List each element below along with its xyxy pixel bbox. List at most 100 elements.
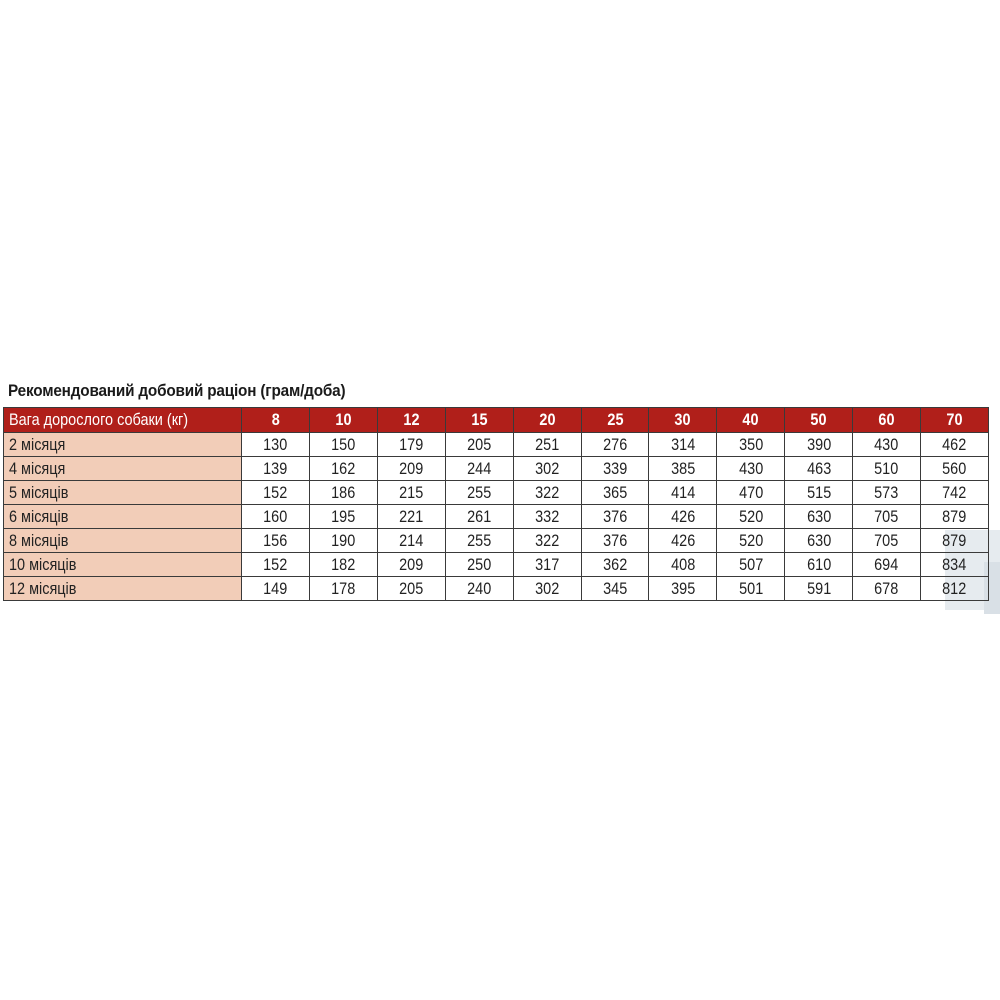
ration-cell: 426 <box>648 504 718 529</box>
ration-cell: 314 <box>648 432 718 457</box>
ration-cell: 463 <box>784 456 854 481</box>
ration-cell: 610 <box>784 552 854 577</box>
ration-cell: 365 <box>580 480 650 505</box>
ration-cell: 376 <box>580 528 650 553</box>
ration-cell: 705 <box>852 528 922 553</box>
ration-cell: 152 <box>241 480 310 505</box>
ration-cell: 408 <box>648 552 718 577</box>
ration-cell: 251 <box>512 432 582 457</box>
ration-cell: 130 <box>241 432 310 457</box>
ration-cell: 209 <box>376 456 446 481</box>
header-weight-60: 60 <box>852 407 922 433</box>
ration-cell: 302 <box>512 456 582 481</box>
ration-cell: 160 <box>241 504 310 529</box>
header-weight-50: 50 <box>784 407 854 433</box>
header-weight-20: 20 <box>512 407 582 433</box>
ration-cell: 705 <box>852 504 922 529</box>
ration-cell: 414 <box>648 480 718 505</box>
ration-cell: 395 <box>648 576 718 601</box>
ration-cell: 186 <box>308 480 378 505</box>
ration-cell: 879 <box>920 504 989 529</box>
ration-cell: 332 <box>512 504 582 529</box>
ration-cell: 240 <box>444 576 514 601</box>
ration-cell: 573 <box>852 480 922 505</box>
ration-cell: 515 <box>784 480 854 505</box>
ration-cell: 302 <box>512 576 582 601</box>
row-age-label: 8 місяців <box>3 528 242 553</box>
ration-cell: 678 <box>852 576 922 601</box>
ration-cell: 345 <box>580 576 650 601</box>
header-weight-12: 12 <box>376 407 446 433</box>
ration-cell: 215 <box>376 480 446 505</box>
ration-cell: 520 <box>716 504 786 529</box>
ration-cell: 255 <box>444 480 514 505</box>
header-weight-25: 25 <box>580 407 650 433</box>
ration-cell: 426 <box>648 528 718 553</box>
ration-cell: 162 <box>308 456 378 481</box>
ration-cell: 560 <box>920 456 989 481</box>
ration-cell: 205 <box>376 576 446 601</box>
ration-cell: 276 <box>580 432 650 457</box>
ration-cell: 152 <box>241 552 310 577</box>
ration-cell: 630 <box>784 528 854 553</box>
row-age-label: 10 місяців <box>3 552 242 577</box>
row-age-label: 5 місяців <box>3 480 242 505</box>
ration-cell: 195 <box>308 504 378 529</box>
ration-cell: 317 <box>512 552 582 577</box>
ration-cell: 812 <box>920 576 989 601</box>
ration-cell: 694 <box>852 552 922 577</box>
ration-cell: 630 <box>784 504 854 529</box>
header-weight-15: 15 <box>444 407 514 433</box>
ration-cell: 209 <box>376 552 446 577</box>
header-weight-label: Вага дорослого собаки (кг) <box>3 407 242 433</box>
ration-cell: 261 <box>444 504 514 529</box>
ration-cell: 879 <box>920 528 989 553</box>
row-age-label: 2 місяця <box>3 432 242 457</box>
ration-cell: 834 <box>920 552 989 577</box>
header-weight-8: 8 <box>241 407 310 433</box>
ration-cell: 205 <box>444 432 514 457</box>
ration-cell: 462 <box>920 432 989 457</box>
ration-cell: 214 <box>376 528 446 553</box>
ration-cell: 190 <box>308 528 378 553</box>
ration-cell: 150 <box>308 432 378 457</box>
ration-cell: 244 <box>444 456 514 481</box>
ration-cell: 470 <box>716 480 786 505</box>
ration-cell: 362 <box>580 552 650 577</box>
row-age-label: 4 місяця <box>3 456 242 481</box>
ration-cell: 178 <box>308 576 378 601</box>
table-title: Рекомендований добовий раціон (грам/доба… <box>8 381 346 400</box>
row-age-label: 6 місяців <box>3 504 242 529</box>
ration-cell: 430 <box>852 432 922 457</box>
ration-cell: 156 <box>241 528 310 553</box>
ration-cell: 322 <box>512 480 582 505</box>
ration-cell: 339 <box>580 456 650 481</box>
ration-cell: 376 <box>580 504 650 529</box>
row-age-label: 12 місяців <box>3 576 242 601</box>
ration-cell: 322 <box>512 528 582 553</box>
ration-cell: 507 <box>716 552 786 577</box>
ration-cell: 390 <box>784 432 854 457</box>
ration-cell: 385 <box>648 456 718 481</box>
ration-cell: 520 <box>716 528 786 553</box>
ration-cell: 501 <box>716 576 786 601</box>
ration-cell: 179 <box>376 432 446 457</box>
ration-cell: 221 <box>376 504 446 529</box>
ration-cell: 591 <box>784 576 854 601</box>
ration-cell: 139 <box>241 456 310 481</box>
ration-cell: 430 <box>716 456 786 481</box>
ration-cell: 510 <box>852 456 922 481</box>
ration-cell: 182 <box>308 552 378 577</box>
ration-cell: 742 <box>920 480 989 505</box>
ration-cell: 149 <box>241 576 310 601</box>
header-weight-40: 40 <box>716 407 786 433</box>
header-weight-70: 70 <box>920 407 989 433</box>
